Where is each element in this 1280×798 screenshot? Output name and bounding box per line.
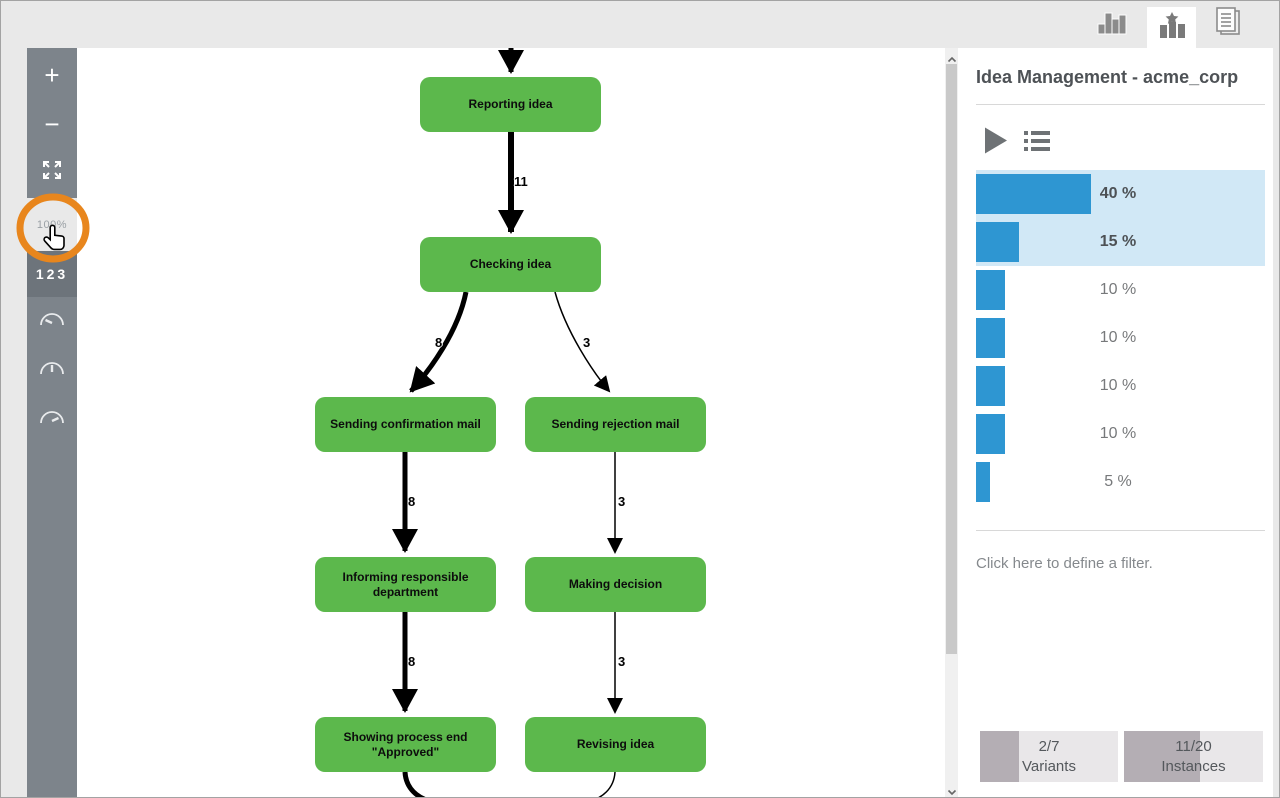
- node-revising-idea[interactable]: Revising idea: [525, 717, 706, 772]
- process-edges: [392, 48, 623, 797]
- variant-list-button[interactable]: [1024, 130, 1050, 157]
- scroll-up-icon[interactable]: [947, 52, 957, 63]
- variant-percent: 10 %: [1099, 425, 1137, 442]
- node-checking-idea[interactable]: Checking idea: [420, 237, 601, 292]
- canvas-scrollbar[interactable]: [945, 48, 958, 797]
- variant-percent: 10 %: [1099, 281, 1137, 298]
- scrollbar-thumb[interactable]: [946, 64, 957, 654]
- edge-count-label: 8: [408, 654, 416, 669]
- variant-bar: [976, 462, 991, 502]
- divider: [976, 104, 1265, 105]
- variants-metric-button[interactable]: 2/7 Variants: [980, 731, 1118, 782]
- edge-count-label: 3: [583, 335, 591, 350]
- variant-percent: 40 %: [1099, 185, 1137, 202]
- edge-count-label: 3: [618, 494, 626, 509]
- variant-bar-list: 40 % 15 % 10 % 10 % 10 % 10 %: [976, 170, 1265, 506]
- show-numbers-button[interactable]: 123: [27, 251, 77, 297]
- report-pages-icon: [1212, 6, 1244, 43]
- speed-medium-button[interactable]: [27, 346, 77, 395]
- page-title: Idea Management - acme_corp: [976, 67, 1239, 87]
- edge-count-label: 8: [435, 335, 443, 350]
- expand-icon: [41, 159, 63, 186]
- variant-bar: [976, 270, 1005, 310]
- variant-row[interactable]: 10 %: [976, 362, 1265, 410]
- zoom-out-button[interactable]: −: [44, 108, 60, 139]
- node-sending-confirmation-mail[interactable]: Sending confirmation mail: [315, 397, 496, 452]
- variants-chart-star-icon: [1157, 11, 1187, 44]
- variant-list-icon: [1024, 130, 1050, 157]
- variant-percent: 15 %: [1099, 233, 1137, 250]
- node-informing-responsible-department[interactable]: Informing responsible department: [315, 557, 496, 612]
- variant-row[interactable]: 10 %: [976, 314, 1265, 362]
- variant-bar: [976, 366, 1005, 406]
- play-icon: [984, 127, 1008, 159]
- sidebar-actions: [984, 127, 1050, 159]
- variant-bar: [976, 222, 1020, 262]
- zoom-100-button[interactable]: 100%: [27, 198, 77, 251]
- node-sending-rejection-mail[interactable]: Sending rejection mail: [525, 397, 706, 452]
- instances-metric-fill: [1124, 731, 1201, 782]
- variant-bar: [976, 414, 1005, 454]
- speed-slow-button[interactable]: [27, 297, 77, 346]
- instances-metric-button[interactable]: 11/20 Instances: [1124, 731, 1263, 782]
- filter-hint-link[interactable]: Click here to define a filter.: [976, 555, 1153, 572]
- divider: [976, 530, 1265, 531]
- variant-bar: [976, 174, 1091, 214]
- tab-report[interactable]: [1202, 1, 1254, 48]
- variant-row[interactable]: 10 %: [976, 410, 1265, 458]
- variant-row[interactable]: 5 %: [976, 458, 1265, 506]
- analysis-sidebar: Idea Management - acme_corp: [958, 48, 1273, 797]
- speed-fast-button[interactable]: [27, 395, 77, 444]
- node-reporting-idea[interactable]: Reporting idea: [420, 77, 601, 132]
- gauge-slow-icon: [38, 310, 66, 333]
- variant-percent: 10 %: [1099, 329, 1137, 346]
- scroll-down-icon[interactable]: [947, 784, 957, 796]
- variant-row[interactable]: 15 %: [976, 218, 1265, 266]
- node-showing-process-end-approved[interactable]: Showing process end "Approved": [315, 717, 496, 772]
- variant-row[interactable]: 40 %: [976, 170, 1265, 218]
- bar-chart-icon: [1096, 9, 1130, 40]
- edge-count-label: 11: [514, 174, 528, 189]
- fit-to-screen-button[interactable]: [27, 146, 77, 198]
- gauge-medium-icon: [38, 359, 66, 382]
- variant-percent: 10 %: [1099, 377, 1137, 394]
- canvas-toolbar: + − 100% 123: [27, 48, 77, 797]
- variant-row[interactable]: 10 %: [976, 266, 1265, 314]
- variants-metric-text: 2/7 Variants: [1022, 738, 1076, 775]
- node-making-decision[interactable]: Making decision: [525, 557, 706, 612]
- zoom-in-button[interactable]: +: [44, 59, 60, 90]
- variant-bar: [976, 318, 1005, 358]
- variants-metric-fill: [980, 731, 1020, 782]
- tab-variants-selected[interactable]: [1147, 7, 1196, 48]
- tab-charts[interactable]: [1087, 1, 1139, 48]
- edge-count-label: 8: [408, 494, 416, 509]
- variant-percent: 5 %: [1104, 473, 1132, 490]
- top-tab-bar: [1, 1, 1279, 48]
- gauge-fast-icon: [38, 408, 66, 431]
- edge-count-label: 3: [618, 654, 626, 669]
- process-canvas[interactable]: Reporting idea Checking idea Sending con…: [77, 48, 945, 797]
- play-button[interactable]: [984, 127, 1008, 159]
- instances-metric-text: 11/20 Instances: [1161, 738, 1226, 775]
